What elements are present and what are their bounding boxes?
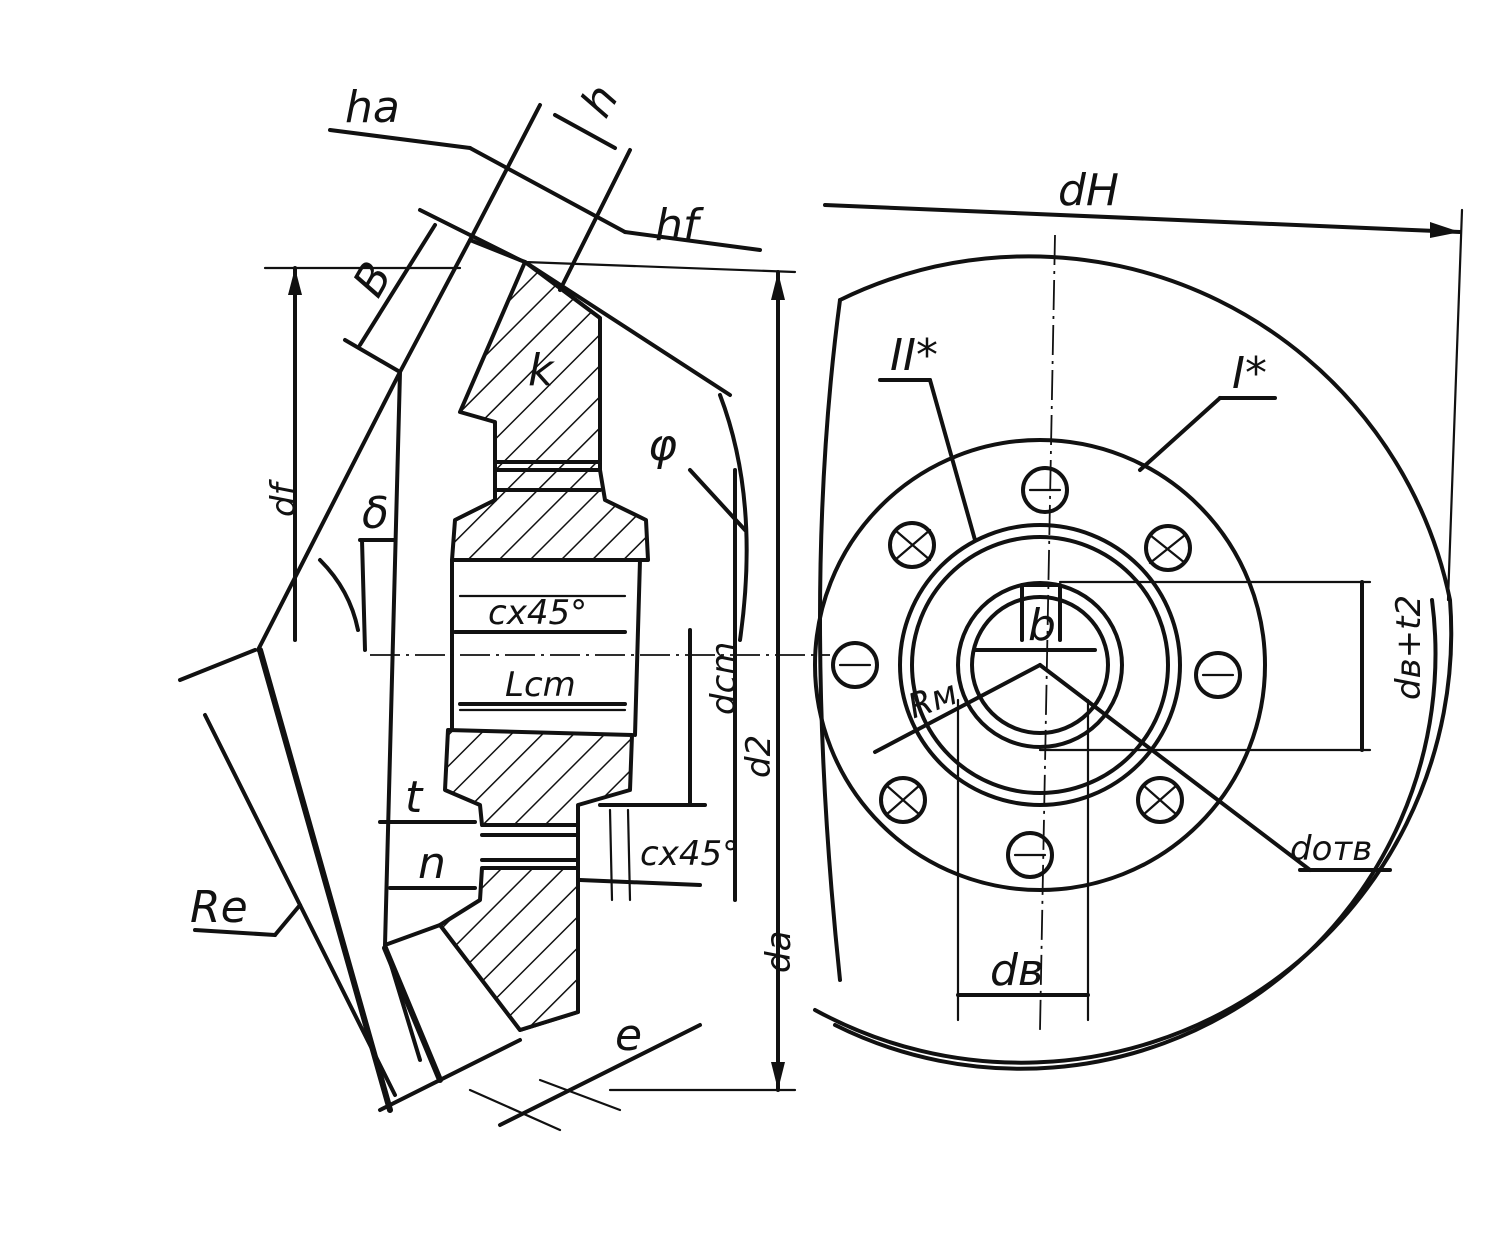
cone-root-line (468, 1088, 562, 1132)
bore-right (633, 558, 642, 737)
bolt-hole (1144, 524, 1192, 572)
bore-inner-circle (970, 595, 1110, 735)
label-n: n (418, 838, 446, 889)
label-ii: II* (890, 330, 938, 381)
ha-line (468, 146, 627, 234)
phi-ext (523, 260, 732, 397)
hf-leader (623, 230, 762, 252)
label-ha: ha (345, 82, 400, 133)
cone-back-line (343, 338, 402, 374)
bolt-hole (1021, 466, 1069, 514)
axis-vertical (1039, 234, 1056, 1031)
cx45-ext-1 (608, 808, 614, 902)
section-lower-tooth (438, 866, 580, 1032)
break-line (818, 298, 842, 982)
h-ext-2 (558, 148, 632, 292)
e-baseline (498, 1023, 702, 1127)
re-ext (178, 648, 257, 682)
cone-generator-1 (257, 647, 393, 1113)
da-ext-top (523, 260, 797, 274)
df-arrow-top (288, 268, 302, 295)
dh-ext (1446, 208, 1464, 602)
label-df: df (264, 478, 304, 517)
keyway (1020, 583, 1062, 642)
bolt-hole (888, 521, 936, 569)
cone-foot (378, 1038, 522, 1112)
section-lower-hub (443, 728, 634, 827)
label-i: I* (1232, 348, 1267, 399)
bolt-hole (831, 641, 879, 689)
i-leader (1138, 396, 1222, 472)
bolt-hole (879, 776, 927, 824)
label-b: B (343, 254, 402, 306)
label-cx45-bottom: cx45° (640, 834, 739, 874)
label-dh: dH (1058, 165, 1119, 216)
cone-lower-edge (382, 945, 443, 1083)
cone-root-line2 (538, 1078, 622, 1112)
label-dotv: dотв (1290, 829, 1372, 869)
dh-arrow (1430, 222, 1460, 238)
b-ext (418, 208, 522, 262)
hub-circle (813, 438, 1267, 892)
outer-rim-arc (813, 254, 1454, 1065)
h-ext-1 (468, 103, 542, 242)
label-da: da (759, 931, 799, 973)
section-view: ha h hf B k φ df δ cx45° Lcm dcm d2 t n … (178, 76, 830, 1132)
phi-arc (718, 393, 749, 642)
ha-leader (328, 128, 472, 150)
gear-back-face (383, 370, 402, 947)
cone-generator-2 (256, 370, 402, 652)
bolt-hole (1006, 831, 1054, 879)
da-arrow-bottom (771, 1062, 785, 1090)
label-delta: δ (362, 488, 389, 539)
cx45-bottom-dim (578, 878, 702, 887)
dotv-leader (1038, 663, 1312, 872)
b-dim (358, 223, 437, 347)
label-db: dв (990, 945, 1044, 996)
re-leader-2 (273, 903, 302, 937)
label-hf: hf (655, 200, 705, 251)
label-b: b (1028, 600, 1056, 651)
web-circle (898, 523, 1182, 807)
web-circle-inner (910, 535, 1170, 795)
label-dcm: dcm (704, 642, 744, 715)
label-phi: φ (648, 420, 677, 471)
bolt-holes (831, 466, 1242, 879)
label-t: t (405, 772, 424, 823)
ii-leader (928, 378, 977, 542)
label-db-t2: dв+t2 (1389, 595, 1429, 700)
label-re: Re (190, 882, 248, 933)
bolt-hole (1136, 776, 1184, 824)
label-h: h (571, 76, 629, 126)
cx45-ext-2 (626, 808, 632, 902)
outer-rim-inner-arc (833, 598, 1438, 1071)
label-lcm: Lcm (505, 665, 576, 705)
label-cx45-top: cx45° (488, 593, 587, 633)
delta-ext (360, 538, 367, 652)
da-arrow-top (771, 272, 785, 300)
hole-cross-marks (838, 488, 1235, 857)
label-e: e (615, 1010, 642, 1061)
re-leader (193, 928, 277, 937)
label-k: k (528, 345, 555, 396)
section-upper-hub (450, 468, 650, 562)
dh-dim (823, 203, 1462, 234)
bolt-hole (1194, 651, 1242, 699)
label-d2: d2 (739, 735, 779, 778)
front-view: dH II* I* b Rм dв+t2 dотв dв (813, 165, 1464, 1071)
delta-arc (318, 558, 360, 632)
h-dim (553, 113, 617, 150)
